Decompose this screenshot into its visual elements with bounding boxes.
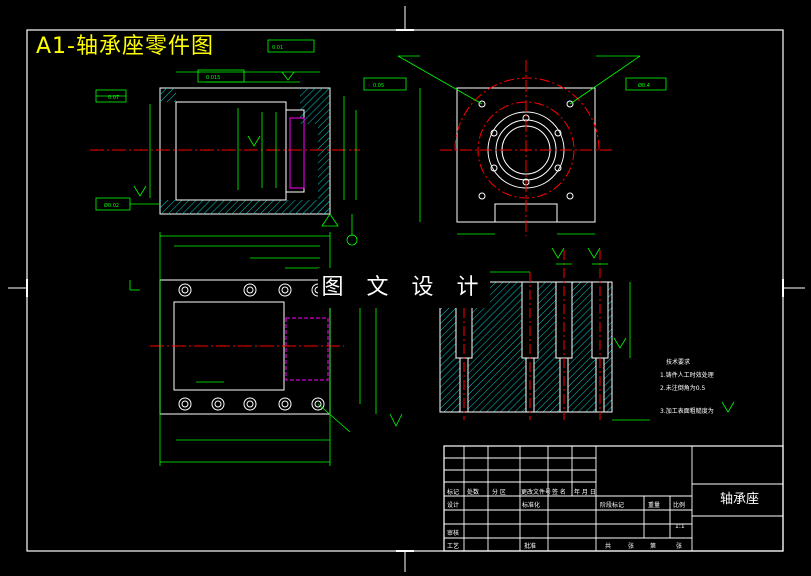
tech-requirement-1: 1.铸件人工时效处理 (660, 371, 714, 379)
svg-text:Ø0.02: Ø0.02 (104, 202, 119, 209)
watermark: 图 文 设 计 (318, 268, 490, 308)
tech-requirements: 技术要求 1.铸件人工时效处理 2.未注倒角为0.5 3.加工表面粗糙度为 (660, 358, 714, 415)
part-name: 轴承座 (720, 492, 759, 507)
title-block-text: 标记 处数 分 区 更改文件号 签 名 年 月 日 设计 审核 工艺 标准化 批… (447, 488, 759, 550)
svg-text:0.05: 0.05 (373, 83, 384, 89)
tb-header-1: 标记 (447, 488, 459, 496)
tb-row-design: 设计 (447, 501, 459, 509)
tb-mid-approve: 批准 (524, 542, 536, 550)
tb-sheet-3: 第 (650, 542, 656, 550)
tb-right-weight: 重量 (648, 501, 660, 509)
tb-header-5: 签 名 (552, 488, 566, 496)
top-view (129, 232, 403, 466)
tb-header-4: 更改文件号 (521, 488, 551, 496)
tech-requirements-title: 技术要求 (666, 358, 690, 366)
tb-row-check: 审核 (447, 529, 459, 537)
tb-sheet-1: 共 (605, 542, 611, 550)
tb-mid-standard: 标准化 (522, 501, 540, 509)
tb-header-3: 分 区 (492, 488, 506, 496)
tb-header-2: 处数 (467, 488, 479, 496)
tech-requirement-3: 3.加工表面粗糙度为 (660, 407, 714, 415)
title-block (443, 445, 784, 552)
svg-text:0.07: 0.07 (108, 95, 119, 101)
tb-right-stage: 阶段标记 (600, 501, 624, 509)
svg-text:0.015: 0.015 (206, 75, 220, 81)
svg-text:Ø0.4: Ø0.4 (638, 82, 650, 89)
tb-sheet-4: 张 (676, 542, 682, 550)
tb-right-scale: 比例 (673, 501, 685, 509)
tb-row-process: 工艺 (447, 542, 459, 550)
tb-header-6: 年 月 日 (574, 488, 596, 496)
tech-requirement-2: 2.未注倒角为0.5 (660, 384, 705, 392)
tb-sheet-2: 张 (628, 542, 634, 550)
drawing-title: A1-轴承座零件图 (36, 34, 214, 59)
svg-text:0.01: 0.01 (272, 45, 283, 51)
side-view: 0.05 Ø0.4 (363, 55, 667, 236)
sheet-frame (8, 6, 805, 572)
tb-scale-value: 1:1 (675, 523, 685, 530)
